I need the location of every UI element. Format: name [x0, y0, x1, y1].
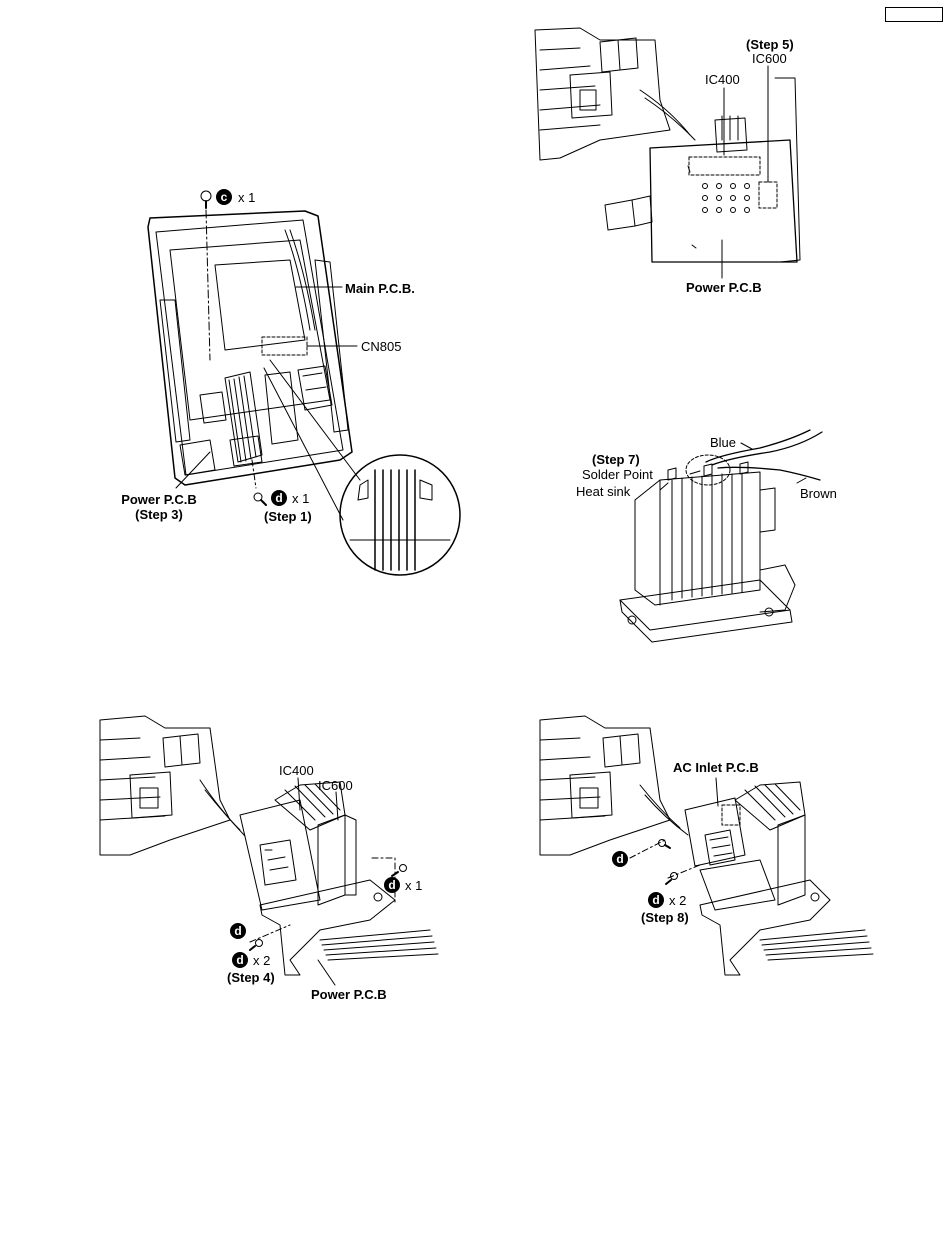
blue-wire-label: Blue	[710, 435, 736, 450]
fig3-step7-label: (Step 7)	[592, 452, 640, 467]
fig4-screw-d-lower-icon: d	[232, 952, 248, 968]
fig2-power-pcb-label: Power P.C.B	[686, 280, 762, 295]
fig4-screw-d-left-icon: d	[230, 923, 246, 939]
fig1-step1-label: (Step 1)	[264, 509, 312, 524]
fig5-step8-label: (Step 8)	[641, 910, 689, 925]
fig5-screw-d-icon: d	[648, 892, 664, 908]
fig2-ic600-label: IC600	[752, 51, 787, 66]
fig1-screw-d-quantity: x 1	[292, 491, 309, 506]
screw-c-icon: c	[216, 189, 232, 205]
fig1-power-pcb-label: Power P.C.B	[110, 492, 208, 507]
fig4-screw-d-left-quantity: x 2	[253, 953, 270, 968]
fig4-screw-d-right-icon: d	[384, 877, 400, 893]
main-pcb-label: Main P.C.B.	[345, 281, 415, 296]
fig4-ic400-label: IC400	[279, 763, 314, 778]
fig5-screw-d-quantity: x 2	[669, 893, 686, 908]
fig4-power-pcb-removal-drawing	[100, 716, 438, 985]
fig4-ic600-label: IC600	[318, 778, 353, 793]
brown-wire-label: Brown	[800, 486, 837, 501]
cn805-label: CN805	[361, 339, 401, 354]
fig2-ic400-label: IC400	[705, 72, 740, 87]
fig3-heat-sink-drawing	[620, 430, 822, 642]
fig4-step4-label: (Step 4)	[227, 970, 275, 985]
fig5-ac-inlet-drawing	[540, 716, 873, 975]
screw-c-quantity: x 1	[238, 190, 255, 205]
solder-point-label: Solder Point	[582, 467, 653, 482]
fig1-step3-label: (Step 3)	[110, 507, 208, 522]
ac-inlet-pcb-label: AC Inlet P.C.B	[673, 760, 759, 775]
fig2-step5-label: (Step 5)	[746, 37, 794, 52]
fig5-screw-d-upper-icon: d	[612, 851, 628, 867]
heat-sink-label: Heat sink	[576, 484, 630, 499]
fig4-screw-d-right-quantity: x 1	[405, 878, 422, 893]
fig1-screw-d-icon: d	[271, 490, 287, 506]
fig4-power-pcb-label: Power P.C.B	[311, 987, 387, 1002]
